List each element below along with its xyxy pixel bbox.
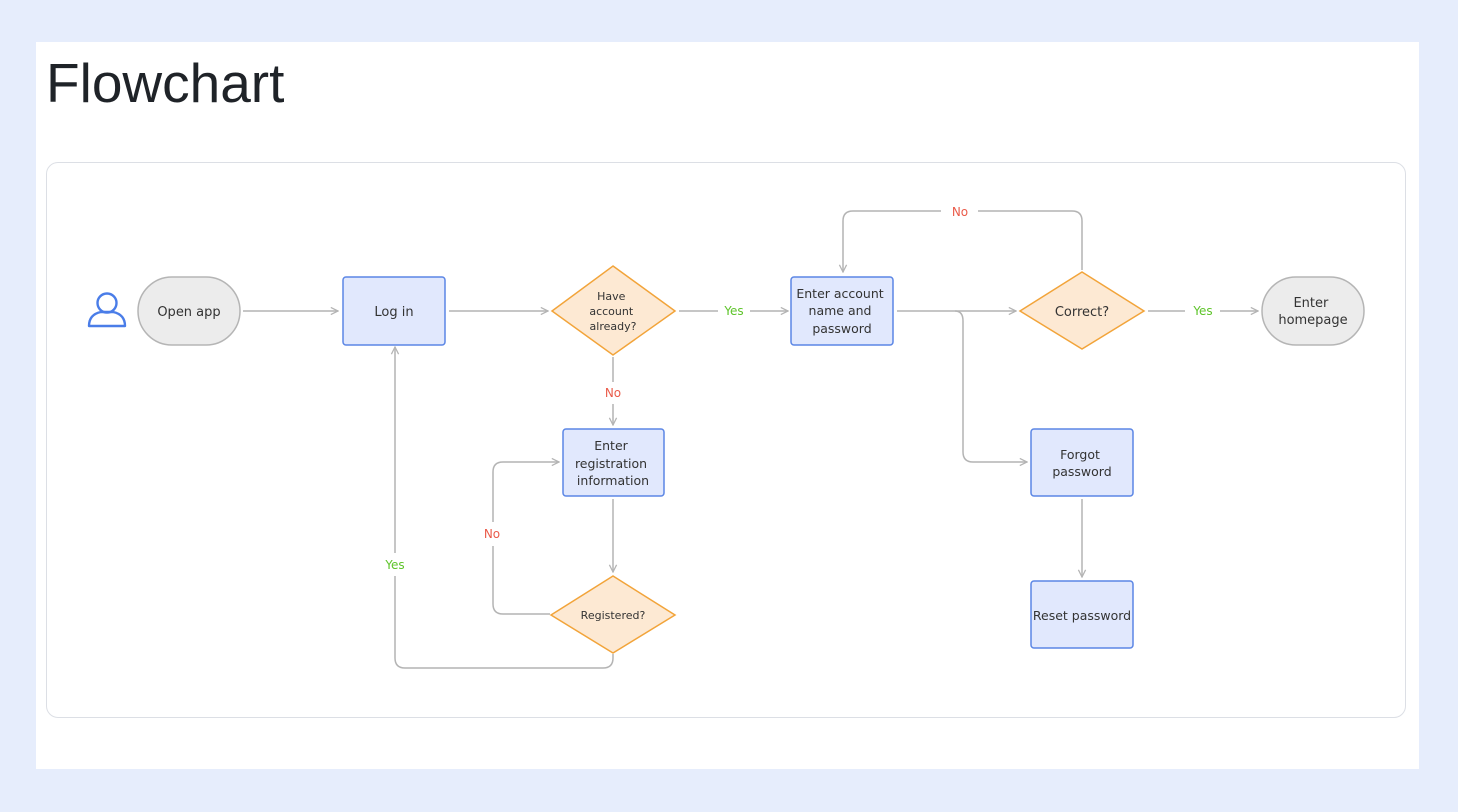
user-icon xyxy=(87,292,127,328)
edge-correct-no xyxy=(843,210,1083,272)
node-enter-account: Enter account name and password xyxy=(790,276,894,346)
node-registered-label: Registered? xyxy=(581,609,646,622)
node-open-app: Open app xyxy=(137,276,241,346)
connectors xyxy=(243,210,1258,669)
label-correct-yes: Yes xyxy=(1192,304,1212,318)
edge-registered-no xyxy=(492,462,559,615)
node-enter-homepage: Enter homepage xyxy=(1261,276,1365,346)
node-reset-password-label: Reset password xyxy=(1033,608,1131,623)
node-log-in: Log in xyxy=(342,276,446,346)
node-enter-registration: Enter registration information xyxy=(562,428,665,497)
label-registered-no: No xyxy=(484,527,500,541)
node-enter-registration-label: Enter registration information xyxy=(575,438,651,488)
node-forgot-password-label: Forgot password xyxy=(1052,447,1111,479)
label-correct-no: No xyxy=(952,205,968,219)
label-have-account-no: No xyxy=(605,386,621,400)
diagram-frame xyxy=(46,162,1406,718)
label-have-account-yes: Yes xyxy=(723,304,743,318)
node-correct: Correct? xyxy=(1018,271,1146,350)
node-log-in-label: Log in xyxy=(374,305,413,320)
node-correct-label: Correct? xyxy=(1055,305,1109,320)
node-forgot-password: Forgot password xyxy=(1030,428,1134,497)
node-enter-homepage-label: Enter homepage xyxy=(1278,296,1347,328)
node-open-app-label: Open app xyxy=(157,305,220,320)
page-canvas: Flowchart xyxy=(36,42,1419,769)
label-registered-yes: Yes xyxy=(384,558,404,572)
edge-labels: Yes No Yes No No Yes xyxy=(384,205,1212,572)
node-have-account: Have account already? xyxy=(550,265,677,356)
node-registered: Registered? xyxy=(549,575,677,654)
node-have-account-label: Have account already? xyxy=(589,290,636,333)
node-enter-account-label: Enter account name and password xyxy=(796,286,887,336)
edge-registered-yes xyxy=(395,347,614,669)
page-title: Flowchart xyxy=(46,52,285,114)
edge-enter-account-to-forgot xyxy=(954,310,1027,462)
node-reset-password: Reset password xyxy=(1030,580,1134,649)
